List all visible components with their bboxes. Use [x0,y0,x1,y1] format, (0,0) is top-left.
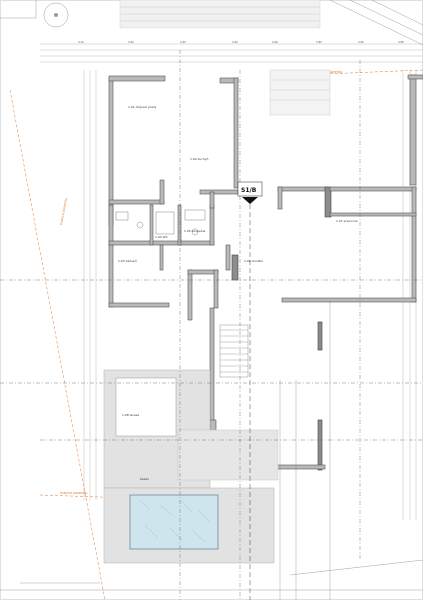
boundary-label-bottom: hranice pozemku [60,491,87,495]
stair-treads [219,324,249,378]
room-label: 1.08 terasa [122,413,139,417]
section-marker: S1/B [237,181,263,600]
bottom-site-lines [0,559,423,591]
room-label: 1.07 pracovna [336,219,358,223]
dimension-label: 4,80 [398,40,404,44]
right-neighbor-diagonals [329,0,423,46]
dimension-label: 4,40 [180,40,186,44]
dimension-chain-left [83,70,97,500]
pool-water-pattern [139,499,211,543]
swimming-pool [129,494,219,550]
room-labels: 1.01 obývací pokoj 1.02 kuchyň 1.03 zádv… [118,105,358,481]
dimension-label: 3,20 [128,40,134,44]
plot-boundary-left [9,89,106,600]
right-structure-lines [279,300,331,600]
neighbor-building-hatch [120,6,320,22]
room-label: 1.06 chodba [244,259,263,263]
core-room-fixtures [115,209,206,236]
pool-area [103,487,275,564]
room-label: 1.01 obývací pokoj [128,105,156,109]
right-wing-upper [269,69,423,186]
section-marker-label: S1/B [241,187,257,194]
dimension-values-top: 4,10 3,20 4,40 4,20 2,60 3,80 2,90 4,80 [78,40,404,44]
living-room-walls [108,75,239,227]
room-label: 1.02 kuchyň [190,157,209,161]
dimension-label: 3,80 [316,40,322,44]
room-label: bazén [140,477,149,481]
dimension-label: 4,20 [232,40,238,44]
axis-lines [0,50,423,600]
dimension-label: 2,90 [358,40,364,44]
room-label: 1.03 zádveří [118,259,137,263]
lower-left-room [108,244,170,308]
site-tree [43,2,69,28]
room-label: 1.05 koupelna [184,229,205,233]
core-rooms [108,189,239,246]
dimension-label: 2,60 [272,40,278,44]
room-label: 1.04 WC [155,235,168,239]
office-walls [277,186,417,303]
dimension-label: 4,10 [78,40,84,44]
terrace [103,369,279,489]
boundary-label-left: hranice pozemku [59,198,68,226]
dimension-chain-top [40,43,423,63]
